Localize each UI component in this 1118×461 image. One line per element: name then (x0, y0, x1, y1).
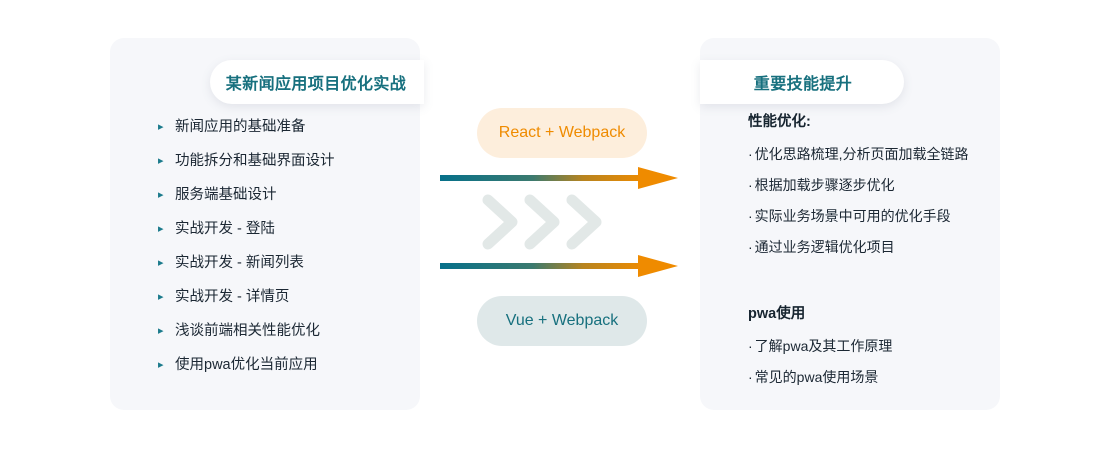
triangle-bullet-icon: ▸ (158, 223, 164, 235)
list-item-label: 实际业务场景中可用的优化手段 (754, 208, 951, 224)
triangle-bullet-icon: ▸ (158, 359, 164, 371)
list-item[interactable]: ▸ 实战开发 - 登陆 (158, 219, 414, 253)
left-panel-list: ▸ 新闻应用的基础准备 ▸ 功能拆分和基础界面设计 ▸ 服务端基础设计 ▸ 实战… (158, 117, 414, 389)
list-item[interactable]: ▸ 使用pwa优化当前应用 (158, 355, 414, 389)
triangle-bullet-icon: ▸ (158, 155, 164, 167)
list-item[interactable]: ▸ 浅谈前端相关性能优化 (158, 321, 414, 355)
list-item-label: 优化思路梳理,分析页面加载全链路 (754, 146, 969, 162)
triangle-bullet-icon: ▸ (158, 121, 164, 133)
chevron-right-icon (524, 194, 560, 250)
dot-bullet-icon: · (748, 338, 753, 354)
list-item-label: 浅谈前端相关性能优化 (175, 323, 320, 339)
list-item-label: 实战开发 - 详情页 (175, 289, 290, 305)
list-item-label: 根据加载步骤逐步优化 (754, 177, 895, 193)
arrow-bottom-icon (440, 255, 678, 277)
list-item-label: 了解pwa及其工作原理 (754, 338, 893, 354)
list-item-label: 功能拆分和基础界面设计 (175, 153, 335, 169)
list-item-label: 服务端基础设计 (175, 187, 277, 203)
list-item[interactable]: · 常见的pwa使用场景 (748, 367, 998, 398)
dot-bullet-icon: · (748, 369, 753, 385)
right-panel-content: 性能优化: · 优化思路梳理,分析页面加载全链路 · 根据加载步骤逐步优化 · … (748, 112, 998, 398)
group-heading-pwa: pwa使用 (748, 306, 806, 322)
list-item[interactable]: · 通过业务逻辑优化项目 (748, 237, 998, 268)
left-panel-title-pill: 某新闻应用项目优化实战 (210, 60, 424, 104)
left-panel-title: 某新闻应用项目优化实战 (225, 76, 407, 93)
chevron-right-icon (482, 194, 518, 250)
list-item[interactable]: ▸ 实战开发 - 详情页 (158, 287, 414, 321)
list-item-label: 实战开发 - 新闻列表 (175, 255, 304, 271)
list-item-label: 使用pwa优化当前应用 (175, 357, 318, 373)
triangle-bullet-icon: ▸ (158, 257, 164, 269)
dot-bullet-icon: · (748, 177, 753, 193)
list-item[interactable]: ▸ 功能拆分和基础界面设计 (158, 151, 414, 185)
list-item[interactable]: ▸ 实战开发 - 新闻列表 (158, 253, 414, 287)
list-item[interactable]: · 实际业务场景中可用的优化手段 (748, 206, 998, 237)
arrow-top-icon (440, 167, 678, 189)
list-item[interactable]: · 优化思路梳理,分析页面加载全链路 (748, 144, 998, 175)
list-item[interactable]: · 了解pwa及其工作原理 (748, 336, 998, 367)
chevron-decoration-group (482, 194, 602, 250)
list-item-label: 通过业务逻辑优化项目 (754, 239, 895, 255)
list-item-label: 实战开发 - 登陆 (175, 221, 275, 237)
dot-bullet-icon: · (748, 146, 753, 162)
right-panel-title-pill: 重要技能提升 (700, 60, 904, 104)
react-webpack-badge[interactable]: React + Webpack (477, 108, 647, 158)
dot-bullet-icon: · (748, 208, 753, 224)
triangle-bullet-icon: ▸ (158, 189, 164, 201)
list-item-label: 新闻应用的基础准备 (175, 119, 306, 135)
right-panel-title: 重要技能提升 (753, 76, 853, 93)
vue-webpack-badge-label: Vue + Webpack (505, 312, 619, 329)
group-heading-performance: 性能优化: (748, 114, 811, 130)
chevron-right-icon (566, 194, 602, 250)
triangle-bullet-icon: ▸ (158, 291, 164, 303)
list-item[interactable]: ▸ 服务端基础设计 (158, 185, 414, 219)
triangle-bullet-icon: ▸ (158, 325, 164, 337)
list-item[interactable]: · 根据加载步骤逐步优化 (748, 175, 998, 206)
dot-bullet-icon: · (748, 239, 753, 255)
list-item[interactable]: ▸ 新闻应用的基础准备 (158, 117, 414, 151)
react-webpack-badge-label: React + Webpack (498, 124, 626, 141)
list-item-label: 常见的pwa使用场景 (754, 369, 879, 385)
vue-webpack-badge[interactable]: Vue + Webpack (477, 296, 647, 346)
